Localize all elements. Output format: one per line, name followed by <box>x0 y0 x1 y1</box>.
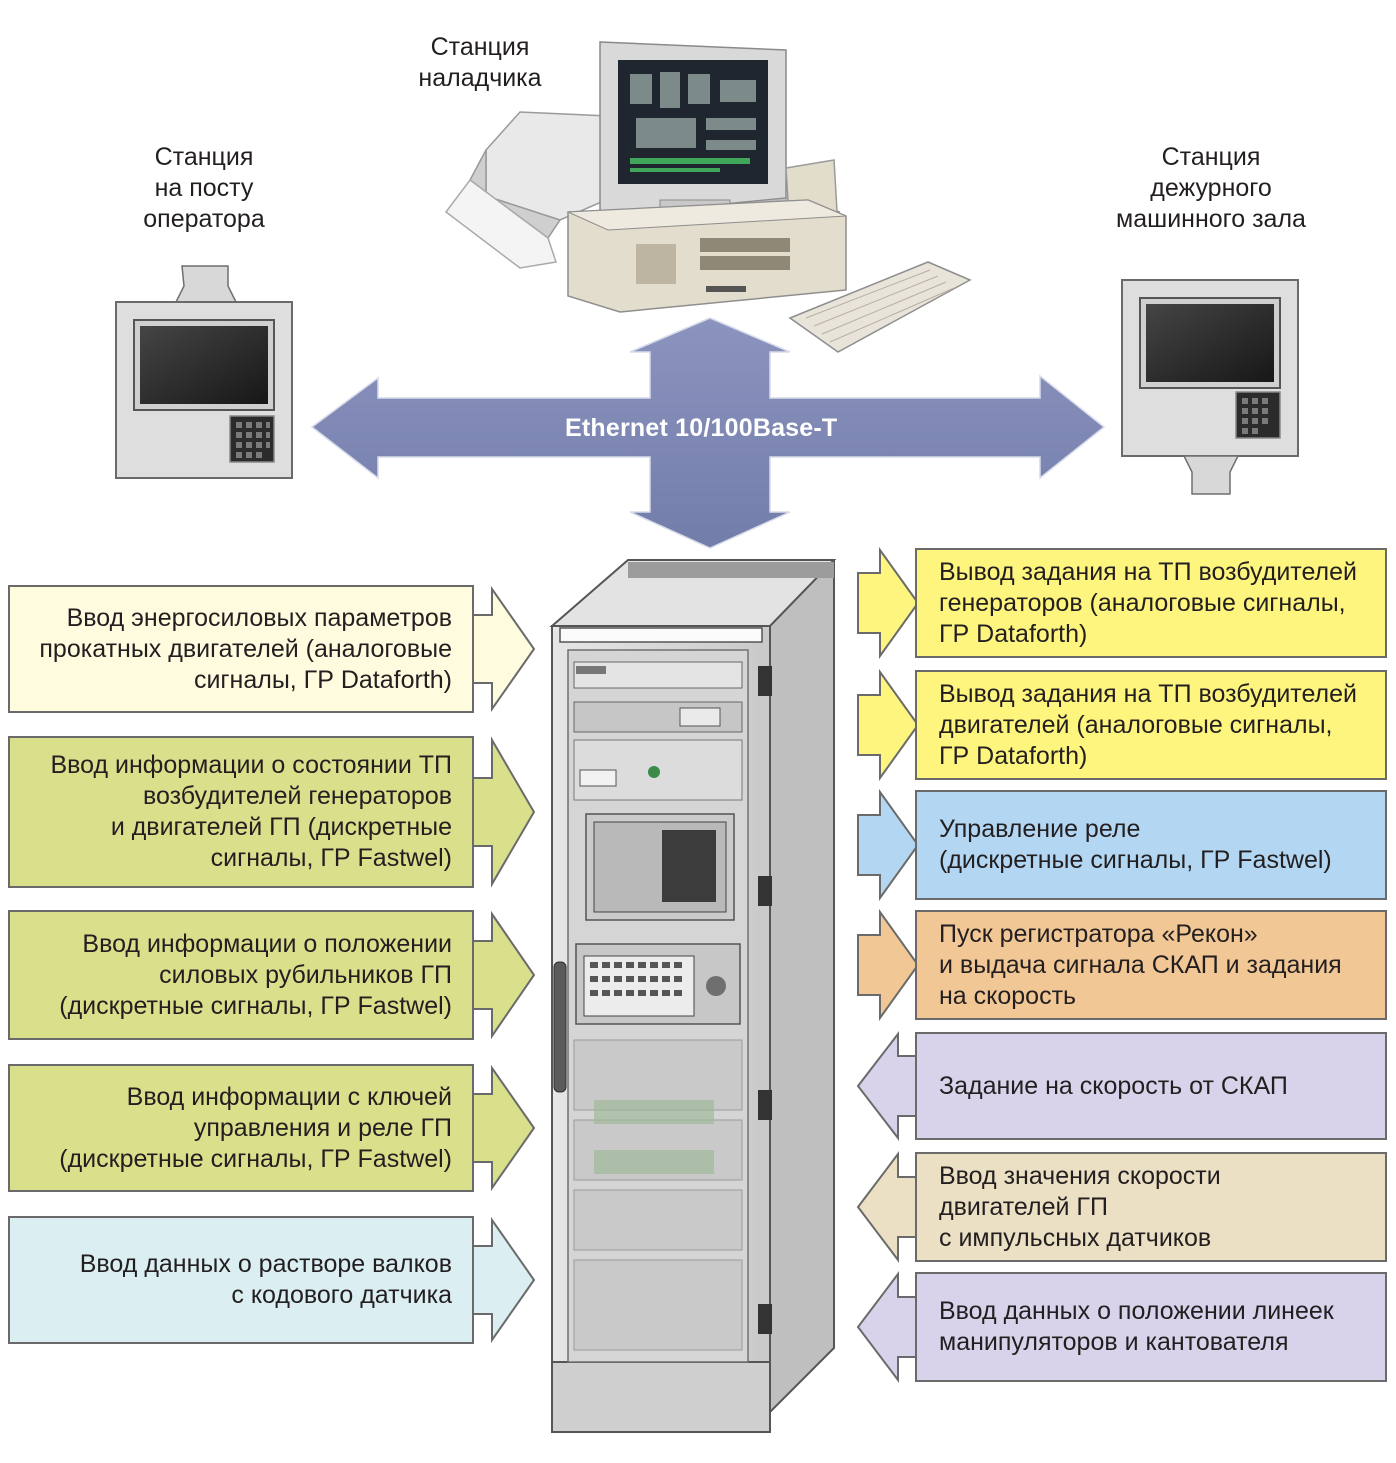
input-signal-box: Ввод данных о растворе валков с кодового … <box>8 1216 474 1344</box>
output-arrow <box>857 668 920 782</box>
operator-station-label-line-2: на посту <box>154 174 254 202</box>
machine-hall-station-label-line-2: дежурного <box>1150 174 1272 202</box>
operator-station-label-line-1: Станция <box>154 143 254 171</box>
signal-box-text-line: управления и реле ГП <box>193 1113 452 1142</box>
signal-box-text-line: с кодового датчика <box>231 1281 452 1309</box>
signal-box-text-line: прокатных двигателей (аналоговые <box>39 634 452 663</box>
signal-box-text-line: на скорость <box>939 981 1077 1010</box>
operator-panel-icon <box>115 265 293 479</box>
signal-box-text-line: (дискретные сигналы, ГР Fastwel) <box>59 1144 452 1173</box>
ethernet-bus-arrow <box>310 317 1106 549</box>
output-signal-box: Задание на скорость от СКАП <box>915 1032 1387 1140</box>
output-arrow <box>857 788 920 902</box>
signal-box-text-line: и выдача сигнала СКАП и задания <box>939 950 1342 979</box>
engineer-station-label-line-2: наладчика <box>418 64 542 92</box>
signal-box-text-line: Ввод данных о положении линеек <box>939 1297 1334 1325</box>
signal-box-text-line: генераторов (аналоговые сигналы, <box>939 588 1346 617</box>
signal-box-text-line: (дискретные сигналы, ГР Fastwel) <box>59 991 452 1020</box>
signal-box-text-line: Ввод информации о положении <box>82 929 452 958</box>
signal-box-text-line: Ввод значения скорости <box>939 1161 1221 1190</box>
machine-hall-station-label-line-3: машинного зала <box>1116 205 1306 233</box>
ethernet-bus-label: Ethernet 10/100Base-T <box>565 414 838 442</box>
input-arrow <box>469 585 536 713</box>
signal-box-text-line: Ввод энергосиловых параметров <box>66 603 452 632</box>
input-arrow <box>469 736 536 888</box>
signal-box-text-line: Ввод информации о состоянии ТП <box>50 751 452 779</box>
signal-box-text-line: двигателей ГП <box>939 1192 1108 1221</box>
signal-box-text-line: ГР Dataforth) <box>939 619 1088 648</box>
signal-box-text-line: Ввод информации с ключей <box>126 1082 452 1111</box>
signal-box-text-line: Пуск регистратора «Рекон» <box>939 919 1258 948</box>
signal-box-text-line: двигателей (аналоговые сигналы, <box>939 710 1333 739</box>
operator-station-label-line-3: оператора <box>143 205 265 233</box>
signal-box-text-line: сигналы, ГР Fastwel) <box>210 844 452 872</box>
industrial-pc-workstation-icon <box>444 41 972 353</box>
signal-box-text-line: с импульсных датчиков <box>939 1223 1212 1252</box>
signal-box-text-line: манипуляторов и кантователя <box>939 1328 1289 1356</box>
engineer-station-label-line-1: Станция <box>430 33 530 61</box>
signal-box-text-line: ГР Dataforth) <box>939 741 1088 770</box>
output-signal-box: Управление реле (дискретные сигналы, ГР F… <box>915 790 1387 900</box>
output-arrow <box>857 546 920 660</box>
input-arrow <box>469 910 536 1040</box>
incoming-arrow <box>856 1151 919 1263</box>
incoming-arrow <box>856 1031 919 1141</box>
output-signal-box: Ввод данных о положении линеек манипулято… <box>915 1272 1387 1382</box>
operator-station-label: Станция на посту оператора <box>104 142 304 235</box>
signal-box-text-line: Вывод задания на ТП возбудителей <box>939 679 1357 708</box>
input-arrow <box>469 1216 536 1344</box>
control-cabinet-icon <box>549 559 837 1433</box>
signal-box-text-line: и двигателей ГП (дискретные <box>110 813 452 841</box>
signal-box-text-line: силовых рубильников ГП <box>159 960 452 989</box>
signal-box-text-line: сигналы, ГР Dataforth) <box>193 665 452 694</box>
machine-hall-panel-icon <box>1121 279 1299 495</box>
incoming-arrow <box>856 1271 919 1383</box>
signal-box-text-line: Вывод задания на ТП возбудителей <box>939 557 1357 586</box>
output-arrow <box>857 908 920 1022</box>
input-signal-box: Ввод информации о состоянии ТП возбудител… <box>8 736 474 888</box>
machine-hall-station-label: Станция дежурного машинного зала <box>1090 142 1332 235</box>
signal-box-text-line: (дискретные сигналы, ГР Fastwel) <box>939 846 1332 874</box>
signal-box-text-line: Задание на скорость от СКАП <box>939 1071 1288 1100</box>
engineer-station-label: Станция наладчика <box>380 32 580 94</box>
input-arrow <box>469 1064 536 1192</box>
signal-box-text-line: Ввод данных о растворе валков <box>79 1250 452 1278</box>
output-signal-box: Пуск регистратора «Рекон»и выдача сигнал… <box>915 910 1387 1020</box>
signal-box-text-line: Управление реле <box>939 815 1141 843</box>
machine-hall-station-label-line-1: Станция <box>1161 143 1261 171</box>
signal-box-text-line: возбудителей генераторов <box>142 782 452 810</box>
